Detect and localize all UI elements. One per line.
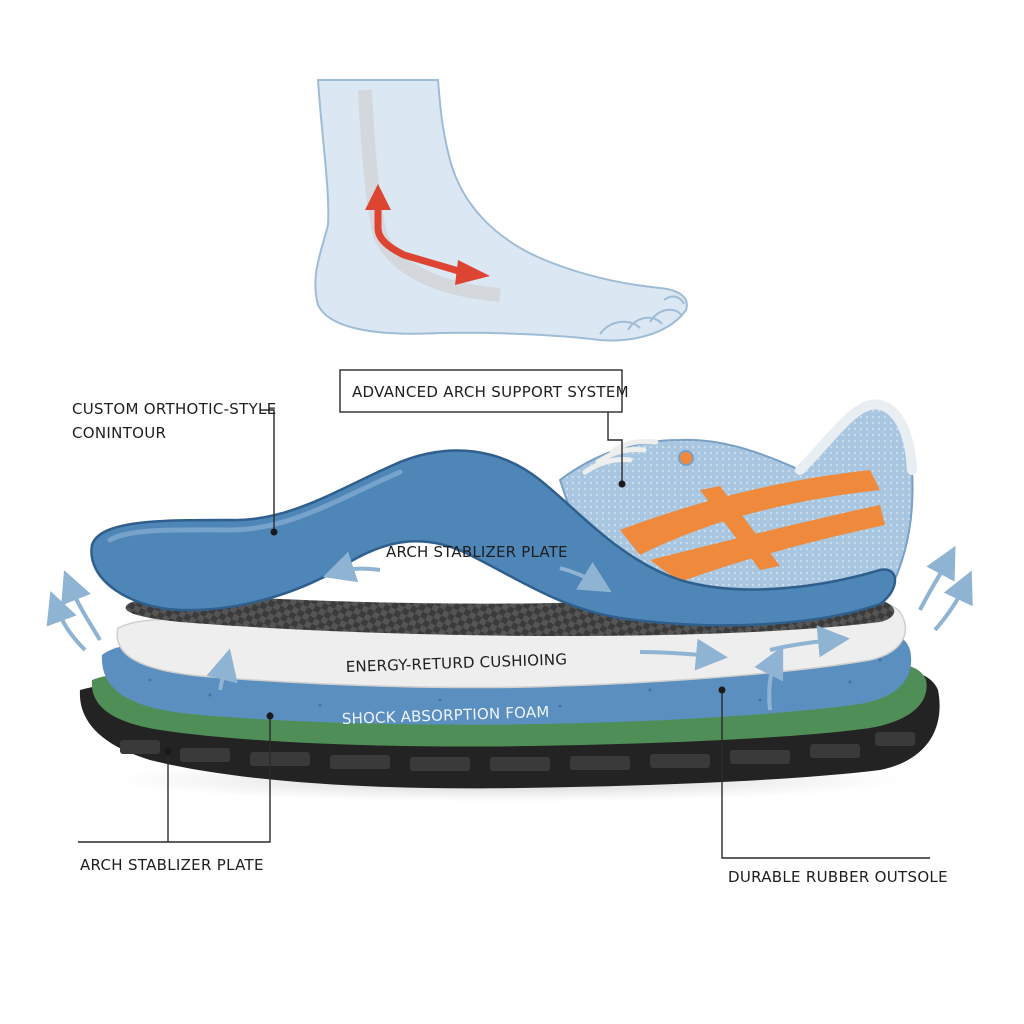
red-bend-arrow-icon <box>365 184 490 285</box>
label-arch-stabilizer-inner: ARCH STABLIZER PLATE <box>386 543 568 561</box>
callout-leaders <box>78 369 930 859</box>
label-durable-outsole: DURABLE RUBBER OUTSOLE <box>728 868 948 886</box>
label-custom-contour-line2: CONINTOUR <box>72 424 166 442</box>
label-custom-contour-line1: CUSTOM ORTHOTIC-STYLE <box>72 400 277 418</box>
airflow-arrow-icon <box>46 545 973 711</box>
foot-illustration <box>314 79 688 342</box>
foam-speckles <box>148 658 882 708</box>
label-arch-stabilizer-bottom: ARCH STABLIZER PLATE <box>80 856 264 874</box>
shoe-upper <box>558 399 917 598</box>
label-advanced-arch-support: ADVANCED ARCH SUPPORT SYSTEM <box>352 383 629 401</box>
